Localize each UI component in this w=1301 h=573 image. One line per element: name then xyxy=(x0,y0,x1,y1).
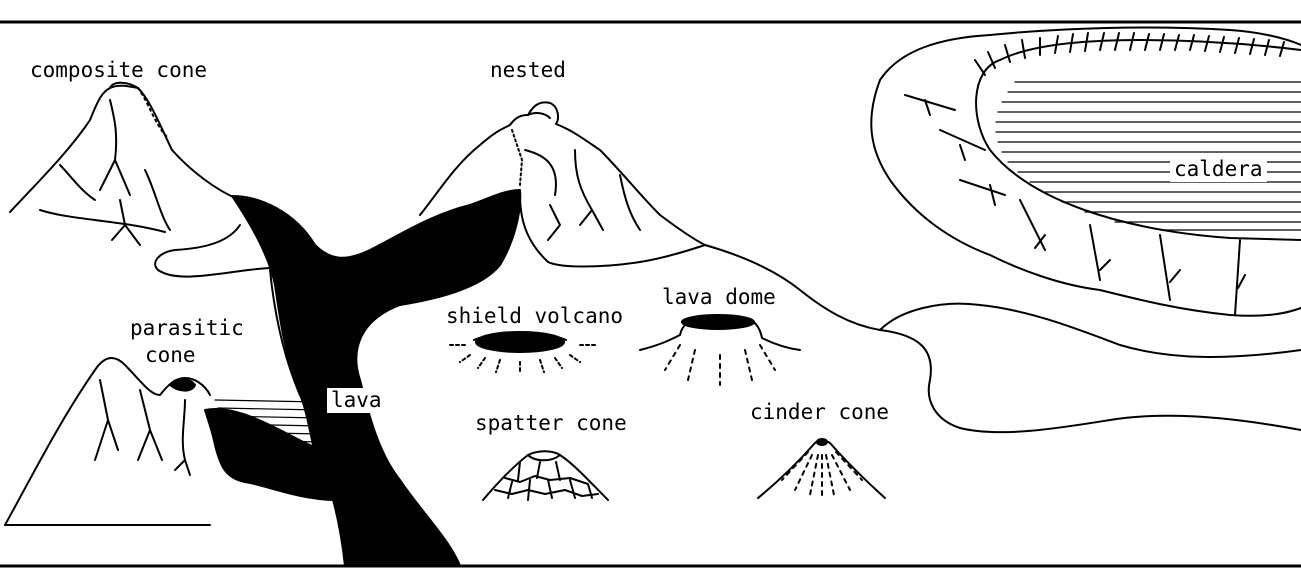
label-lava: lava xyxy=(327,388,386,413)
label-lava-dome: lava dome xyxy=(662,287,776,308)
spatter-cone-drawing xyxy=(483,451,608,500)
caldera-drawing xyxy=(705,28,1301,433)
label-caldera: caldera xyxy=(1170,157,1267,182)
caldera-water-lines xyxy=(996,82,1301,230)
label-cone: cone xyxy=(145,345,196,366)
lava-flow xyxy=(205,190,520,566)
shield-volcano-drawing xyxy=(450,332,598,374)
label-nested: nested xyxy=(490,60,566,81)
composite-cone-drawing xyxy=(10,83,270,277)
cinder-cone-drawing xyxy=(758,439,885,498)
label-shield-volcano: shield volcano xyxy=(446,306,623,327)
label-composite-cone: composite cone xyxy=(30,60,207,81)
lava-dome-drawing xyxy=(640,315,800,385)
label-cinder-cone: cinder cone xyxy=(750,402,889,423)
label-parasitic: parasitic xyxy=(130,318,244,339)
label-spatter-cone: spatter cone xyxy=(475,413,627,434)
